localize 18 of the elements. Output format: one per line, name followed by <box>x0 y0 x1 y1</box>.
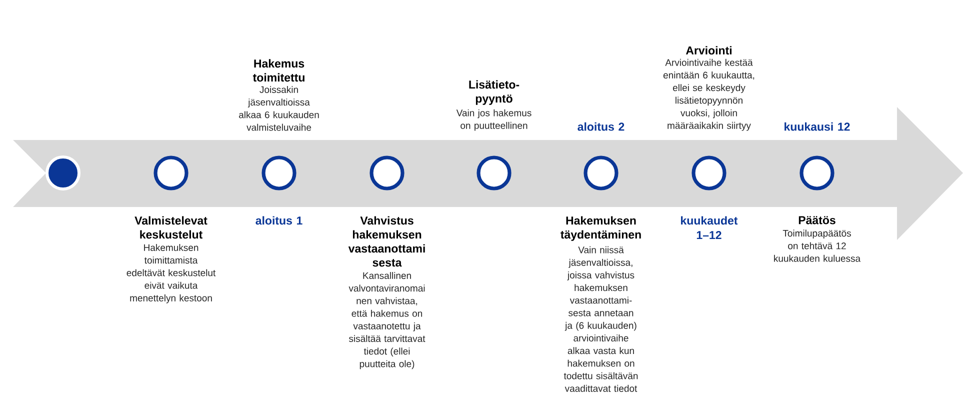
step-description: Hakemuksen toimittamista edeltävät keskustelut eivät vaikuta menettelyn kestoon <box>126 244 216 304</box>
step-heading: Hakemuksen täydentäminen <box>560 216 641 241</box>
step-description: Joissakin jäsenvaltioissa alkaa 6 kuukauden valmisteluvaihe <box>239 86 319 131</box>
milestone-label: kuukaudet 1–12 <box>681 216 738 240</box>
step-heading: Päätös <box>798 216 836 224</box>
step-description: Vain jos hakemus on puutteellinen <box>456 109 532 131</box>
step-description: Arviointivaihe kestää enintään 6 kuukautta, ellei se keskeydy lisätietopyynnön vuoksi, jolloin määräaikakin siirtyy <box>663 58 754 131</box>
milestone-label: aloitus 1 <box>256 216 302 225</box>
step-heading: Lisätieto-pyyntö <box>469 80 520 105</box>
milestone-label: kuukausi 12 <box>784 122 850 131</box>
step-description: Kansallinen valvontaviranomai nen vahvistaa, että hakemus on vastaanotettu ja sisältää tarvittavat tiedot (ellei puutteita ole) <box>348 272 426 370</box>
milestone-label: aloitus 2 <box>578 122 624 131</box>
step-heading: Arviointi <box>686 46 732 55</box>
step-description: Toimilupapäätös on tehtävä 12 kuukauden kuluessa <box>774 230 861 262</box>
step-heading: Vahvistus hakemuksen vastaanottami sesta <box>348 216 425 267</box>
step-heading: Valmistelevat keskustelut <box>134 216 208 239</box>
step-heading: Hakemus toimitettu <box>252 59 304 82</box>
step-description: Vain niissä jäsenvaltioissa, joissa vahvistus hakemuksen vastaanottami-sesta annetaan ja (6 kuukauden) arviointivaihe alkaa vasta kun hakemuksen on todettu sisältävän vaadittavat tiedot <box>564 246 638 392</box>
